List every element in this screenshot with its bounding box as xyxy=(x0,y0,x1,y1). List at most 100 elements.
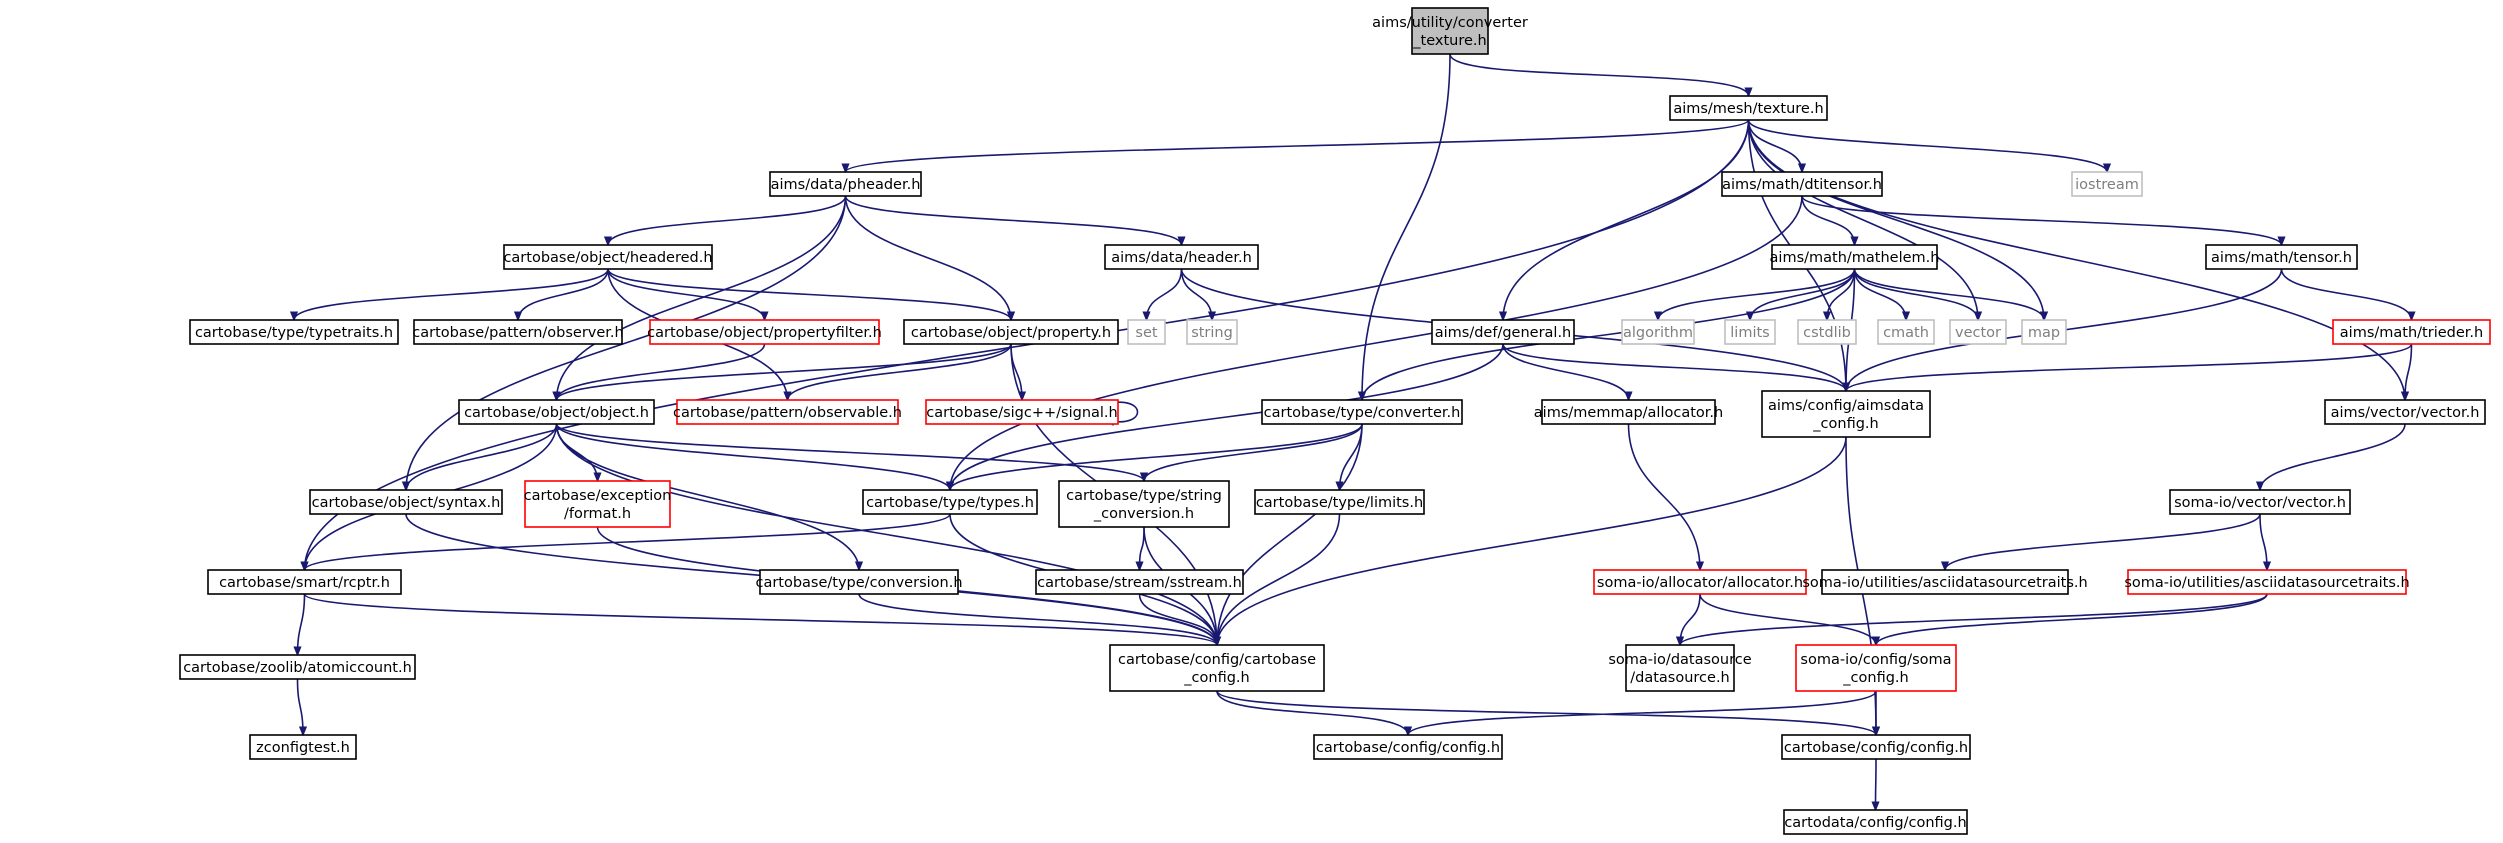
node-cbconfig[interactable]: cartobase/config/cartobase_config.h xyxy=(1109,644,1325,692)
node-label: cartobase/object/syntax.h xyxy=(312,495,501,511)
node-config1[interactable]: cartobase/config/config.h xyxy=(1313,734,1503,760)
node-box xyxy=(1541,399,1716,425)
node-label: algorithm xyxy=(1623,325,1693,341)
node-texture[interactable]: aims/mesh/texture.h xyxy=(1669,95,1828,121)
node-typetraits[interactable]: cartobase/type/typetraits.h xyxy=(189,319,399,345)
node-box xyxy=(649,319,880,345)
node-propfilter[interactable]: cartobase/object/propertyfilter.h xyxy=(647,319,882,345)
node-general[interactable]: aims/def/general.h xyxy=(1431,319,1575,345)
node-trieder[interactable]: aims/math/trieder.h xyxy=(2332,319,2491,345)
node-box xyxy=(1593,569,1807,595)
node-syntax[interactable]: cartobase/object/syntax.h xyxy=(309,489,503,515)
node-box xyxy=(1261,399,1463,425)
node-label: aims/def/general.h xyxy=(1435,325,1572,341)
node-vectorh[interactable]: aims/vector/vector.h xyxy=(2324,399,2486,425)
node-label: cartobase/type/typetraits.h xyxy=(195,325,393,341)
node-zconfig[interactable]: zconfigtest.h xyxy=(249,734,357,760)
node-box xyxy=(769,171,922,197)
edge-converter-to-cbconfig xyxy=(1217,423,1363,645)
node-format[interactable]: cartobase/exception/format.h xyxy=(524,480,672,528)
node-label: /format.h xyxy=(564,506,631,522)
node-set[interactable]: set xyxy=(1127,319,1166,345)
edge-root-to-converter xyxy=(1362,53,1451,400)
node-mathelem[interactable]: aims/math/mathelem.h xyxy=(1770,244,1940,270)
node-signal[interactable]: cartobase/sigc++/signal.h xyxy=(925,399,1119,425)
node-box xyxy=(1877,319,1935,345)
edge-mathelem-to-algorithm xyxy=(1658,268,1856,320)
node-label: cartobase/type/limits.h xyxy=(1256,495,1423,511)
node-header[interactable]: aims/data/header.h xyxy=(1104,244,1259,270)
node-object[interactable]: cartobase/object/object.h xyxy=(458,399,655,425)
node-label: aims/math/mathelem.h xyxy=(1770,250,1940,266)
node-box xyxy=(1109,644,1325,692)
node-map[interactable]: map xyxy=(2021,319,2067,345)
node-property[interactable]: cartobase/object/property.h xyxy=(903,319,1119,345)
edge-object-to-types xyxy=(555,423,951,490)
node-box xyxy=(1797,319,1857,345)
node-headered[interactable]: cartobase/object/headered.h xyxy=(503,244,713,270)
edge-dtitensor-to-mathelem xyxy=(1801,195,1855,245)
node-algorithm[interactable]: algorithm xyxy=(1621,319,1695,345)
node-adstraits1[interactable]: soma-io/utilities/asciidatasourcetraits.… xyxy=(1802,569,2088,595)
node-label: string xyxy=(1191,325,1233,341)
node-box xyxy=(2324,399,2486,425)
edge-somavector-to-adstraits1 xyxy=(1945,513,2261,570)
node-box xyxy=(1724,319,1776,345)
edge-rcptr-to-cbconfig xyxy=(303,593,1218,646)
node-datasource[interactable]: soma-io/datasource/datasource.h xyxy=(1608,644,1752,692)
node-box xyxy=(903,319,1119,345)
node-somaalloc[interactable]: soma-io/allocator/allocator.h xyxy=(1593,569,1807,595)
node-label: cartobase/object/propertyfilter.h xyxy=(647,325,882,341)
node-box xyxy=(1411,7,1489,55)
node-allocator[interactable]: aims/memmap/allocator.h xyxy=(1534,399,1723,425)
node-strconv[interactable]: cartobase/type/string_conversion.h xyxy=(1058,480,1230,528)
node-aimsdata[interactable]: aims/config/aimsdata_config.h xyxy=(1761,390,1931,438)
node-box xyxy=(458,399,655,425)
edge-rcptr-to-atomic xyxy=(298,593,306,655)
node-pheader[interactable]: aims/data/pheader.h xyxy=(769,171,922,197)
node-box xyxy=(1625,644,1735,692)
node-observer[interactable]: cartobase/pattern/observer.h xyxy=(412,319,624,345)
node-vector[interactable]: vector xyxy=(1949,319,2007,345)
node-somaconfig[interactable]: soma-io/config/soma_config.h xyxy=(1795,644,1957,692)
node-iostream[interactable]: iostream xyxy=(2071,171,2143,197)
node-conversion[interactable]: cartobase/type/conversion.h xyxy=(755,569,963,595)
node-config2[interactable]: cartobase/config/config.h xyxy=(1781,734,1971,760)
edge-propfilter-to-object xyxy=(557,343,766,400)
node-tlimits[interactable]: cartobase/type/limits.h xyxy=(1254,489,1425,515)
node-atomic[interactable]: cartobase/zoolib/atomiccount.h xyxy=(179,654,416,680)
node-rcptr[interactable]: cartobase/smart/rcptr.h xyxy=(207,569,402,595)
node-types[interactable]: cartobase/type/types.h xyxy=(862,489,1038,515)
node-label: cartobase/object/property.h xyxy=(911,325,1111,341)
node-root[interactable]: aims/utility/converter_texture.h xyxy=(1372,7,1528,55)
node-box xyxy=(1035,569,1244,595)
node-dtitensor[interactable]: aims/math/dtitensor.h xyxy=(1721,171,1883,197)
edge-mathelem-to-limits xyxy=(1750,268,1856,320)
node-observable[interactable]: cartobase/pattern/observable.h xyxy=(673,399,902,425)
node-cdconfig[interactable]: cartodata/config/config.h xyxy=(1783,809,1968,835)
node-box xyxy=(1621,319,1695,345)
node-somavector[interactable]: soma-io/vector/vector.h xyxy=(2169,489,2351,515)
edge-property-to-observable xyxy=(788,343,1012,400)
node-cmath[interactable]: cmath xyxy=(1877,319,1935,345)
node-label: cartobase/sigc++/signal.h xyxy=(926,405,1117,421)
node-box xyxy=(1431,319,1575,345)
edge-property-to-signal xyxy=(1010,343,1022,400)
node-converter[interactable]: cartobase/type/converter.h xyxy=(1261,399,1463,425)
node-label: _config.h xyxy=(1842,670,1908,686)
node-sstream[interactable]: cartobase/stream/sstream.h xyxy=(1035,569,1244,595)
edge-allocator-to-somaalloc xyxy=(1627,423,1701,570)
node-label: aims/memmap/allocator.h xyxy=(1534,405,1723,421)
node-label: _texture.h xyxy=(1412,33,1486,49)
node-label: aims/math/tensor.h xyxy=(2211,250,2352,266)
node-string[interactable]: string xyxy=(1186,319,1238,345)
node-limits[interactable]: limits xyxy=(1724,319,1776,345)
node-box xyxy=(1058,480,1230,528)
edge-trieder-to-vectorh xyxy=(2405,343,2413,400)
node-label: _config.h xyxy=(1812,416,1878,432)
node-box xyxy=(676,399,899,425)
node-tensor[interactable]: aims/math/tensor.h xyxy=(2205,244,2358,270)
node-box xyxy=(1186,319,1238,345)
node-adstraits2[interactable]: soma-io/utilities/asciidatasourcetraits.… xyxy=(2124,569,2410,595)
node-cstdlib[interactable]: cstdlib xyxy=(1797,319,1857,345)
